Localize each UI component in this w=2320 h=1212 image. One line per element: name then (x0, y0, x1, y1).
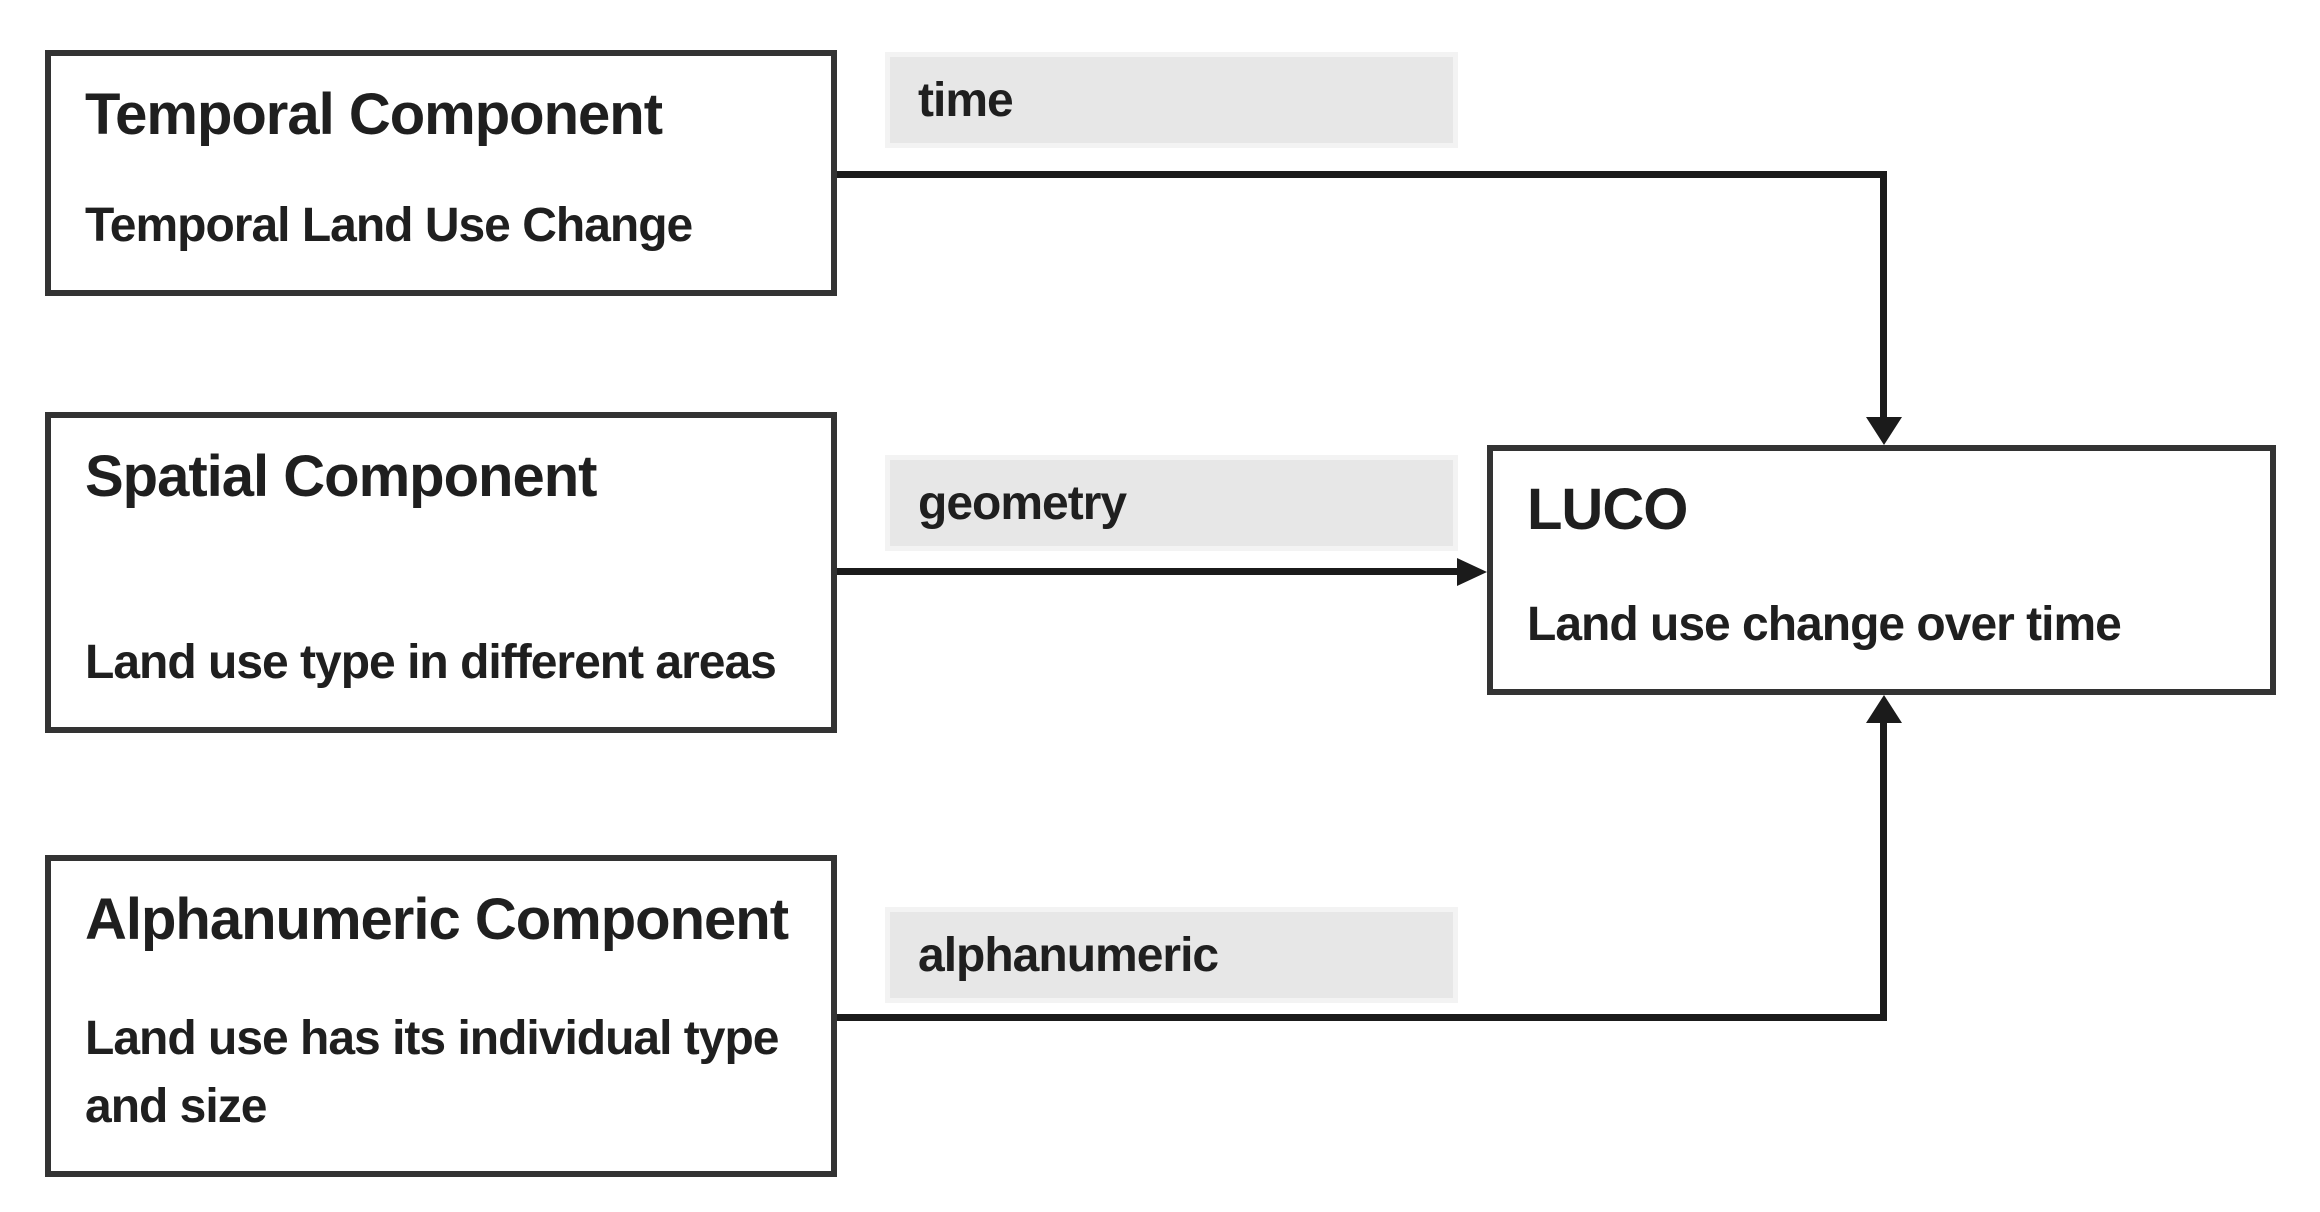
node-description: Temporal Land Use Change (85, 198, 693, 252)
node-temporal-component: Temporal Component Temporal Land Use Cha… (45, 50, 837, 296)
node-title: LUCO (1527, 477, 1688, 542)
arrowhead-right-icon (1457, 558, 1487, 586)
connector-line-horizontal (837, 568, 1459, 575)
connector-line-horizontal (837, 171, 1884, 178)
edge-label-geometry: geometry (885, 455, 1458, 551)
connector-line-vertical (1880, 171, 1887, 421)
node-description: Land use type in different areas (85, 635, 777, 689)
node-title: Temporal Component (85, 82, 663, 147)
edge-label-time: time (885, 52, 1458, 148)
node-description: Land use has its individual type and siz… (85, 1011, 779, 1133)
connector-line-horizontal (837, 1014, 1884, 1021)
arrowhead-up-icon (1866, 695, 1902, 723)
node-title: Alphanumeric Component (85, 887, 789, 952)
node-luco: LUCO Land use change over time (1487, 445, 2276, 695)
edge-label-text: time (918, 73, 1014, 127)
arrowhead-down-icon (1866, 417, 1902, 445)
node-description: Land use change over time (1527, 597, 2122, 651)
node-spatial-component: Spatial Component Land use type in diffe… (45, 412, 837, 733)
connector-line-vertical (1880, 721, 1887, 1021)
edge-label-text: alphanumeric (918, 928, 1219, 982)
edge-label-alphanumeric: alphanumeric (885, 907, 1458, 1003)
node-alphanumeric-component: Alphanumeric Component Land use has its … (45, 855, 837, 1177)
edge-label-text: geometry (918, 476, 1127, 530)
node-title: Spatial Component (85, 444, 597, 509)
